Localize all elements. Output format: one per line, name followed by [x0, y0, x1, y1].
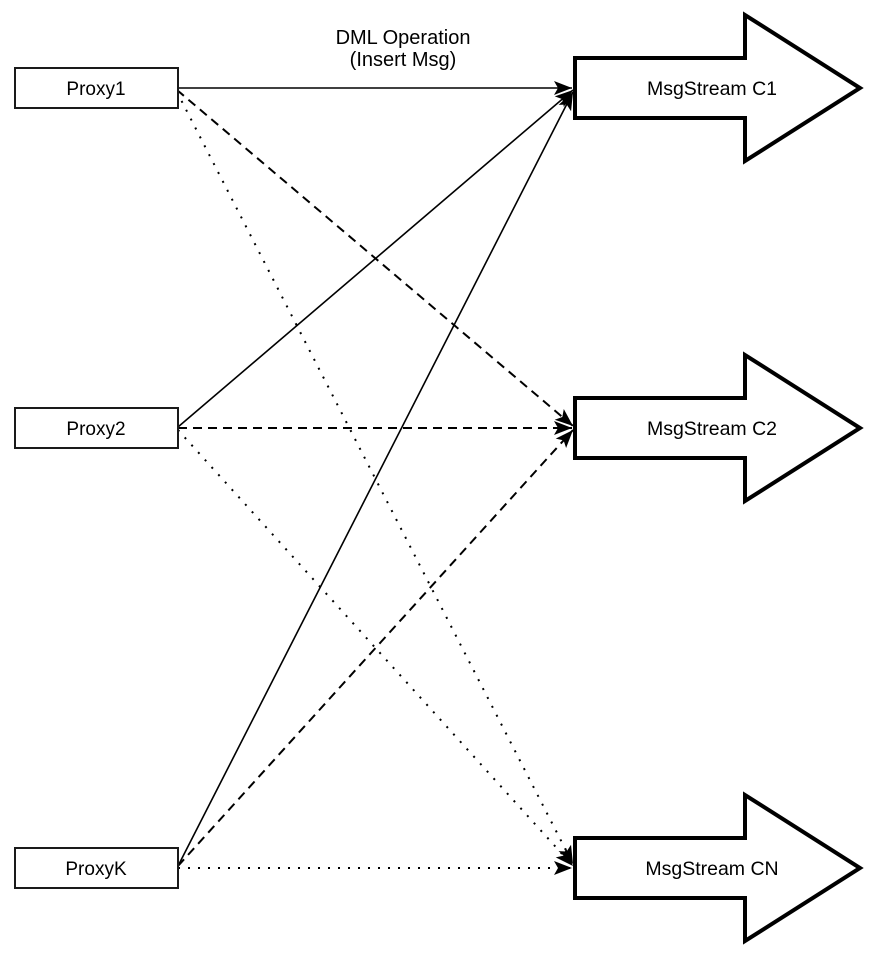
- msgstream-cn-arrow: [573, 791, 864, 945]
- proxy1-node: Proxy1: [14, 67, 179, 109]
- connections-solid-to-c1: [177, 81, 574, 867]
- diagram-title-line2: (Insert Msg): [350, 49, 457, 71]
- proxyk-label: ProxyK: [65, 859, 127, 880]
- proxy1-label: Proxy1: [66, 79, 125, 100]
- proxy2-box: [14, 407, 179, 449]
- msgstream-c2-label: MsgStream C2: [647, 418, 777, 440]
- msgstream-c1-node: MsgStream C1: [573, 11, 864, 165]
- proxy1-box: [14, 67, 179, 109]
- proxy2-label: Proxy2: [66, 419, 125, 440]
- msgstream-c1-arrow: [573, 11, 864, 165]
- diagram-title-line1: DML Operation: [336, 27, 471, 49]
- msgstream-c2-arrow: [573, 351, 864, 505]
- connections-dashed-to-c2: [176, 89, 574, 867]
- proxyk-box: [14, 847, 179, 889]
- connection-proxyk-msgstream-c2: [177, 429, 574, 867]
- msgstream-c2-node: MsgStream C2: [573, 351, 864, 505]
- proxy2-node: Proxy2: [14, 407, 179, 449]
- msgstream-cn-node: MsgStream CN: [573, 791, 864, 945]
- connection-proxyk-msgstream-c1: [177, 91, 574, 867]
- msgstream-cn-label: MsgStream CN: [645, 858, 778, 880]
- proxyk-node: ProxyK: [14, 847, 179, 889]
- connection-proxy2-msgstream-cn: [177, 429, 574, 867]
- msgstream-c1-label: MsgStream C1: [647, 78, 777, 100]
- connections-dotted-to-cn: [176, 91, 574, 875]
- connection-proxy1-msgstream-c2: [176, 89, 574, 427]
